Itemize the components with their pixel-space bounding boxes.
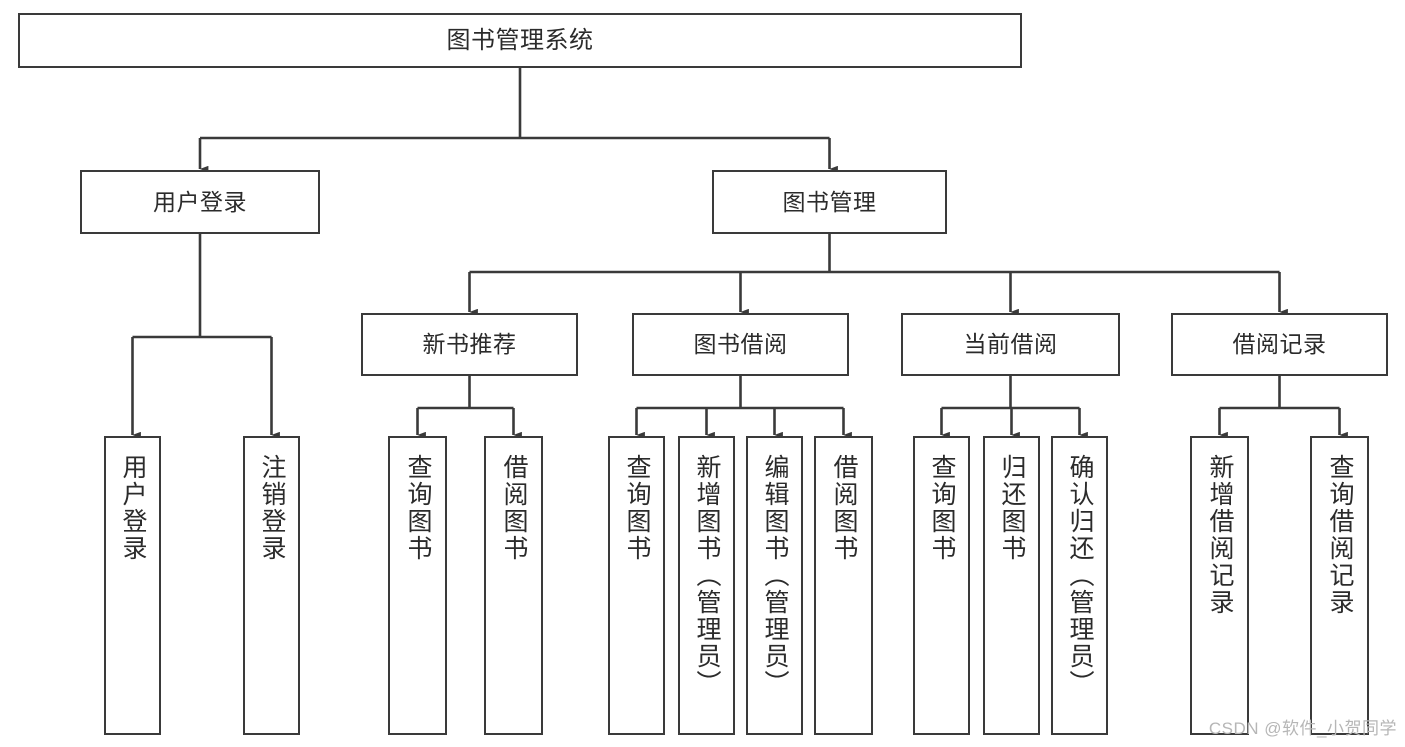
node-label: 图书管理系统 [446,26,594,54]
node-label: 借阅图书 [500,454,528,562]
watermark-text: CSDN @软件_小贺同学 [1208,719,1397,738]
node-leaf-query-book-3[interactable]: 查询图书 [913,436,970,735]
node-label: 查询图书 [404,454,432,562]
node-label: 当前借阅 [963,331,1058,358]
node-label: 借阅图书 [830,454,858,562]
node-label: 图书借阅 [693,331,788,358]
node-leaf-query-record[interactable]: 查询借阅记录 [1310,436,1369,735]
node-label: 新增借阅记录 [1206,454,1234,616]
node-label: 查询图书 [623,454,651,562]
node-book-borrow[interactable]: 图书借阅 [632,313,849,376]
node-leaf-add-book[interactable]: 新增图书（管理员） [678,436,735,735]
node-label: 归还图书 [998,454,1026,562]
node-label: 查询图书 [928,454,956,562]
node-leaf-user-logout[interactable]: 注销登录 [243,436,300,735]
node-label: 注销登录 [258,454,286,562]
node-label: 新增图书（管理员） [693,454,721,697]
node-leaf-user-login[interactable]: 用户登录 [104,436,161,735]
node-label: 新书推荐 [422,331,517,358]
node-root[interactable]: 图书管理系统 [18,13,1022,68]
node-new-book-rec[interactable]: 新书推荐 [361,313,578,376]
node-label: 借阅记录 [1232,331,1327,358]
node-label: 用户登录 [119,454,147,562]
node-borrow-record[interactable]: 借阅记录 [1171,313,1388,376]
node-leaf-query-book-1[interactable]: 查询图书 [388,436,447,735]
node-book-manage[interactable]: 图书管理 [712,170,947,234]
node-label: 用户登录 [153,188,247,215]
node-leaf-confirm-return[interactable]: 确认归还（管理员） [1051,436,1108,735]
node-leaf-borrow-book-1[interactable]: 借阅图书 [484,436,543,735]
node-leaf-edit-book[interactable]: 编辑图书（管理员） [746,436,803,735]
node-label: 图书管理 [782,188,877,215]
node-label: 查询借阅记录 [1326,454,1354,616]
node-leaf-add-record[interactable]: 新增借阅记录 [1190,436,1249,735]
node-leaf-return-book[interactable]: 归还图书 [983,436,1040,735]
node-user-login[interactable]: 用户登录 [80,170,320,234]
node-leaf-borrow-book-2[interactable]: 借阅图书 [814,436,873,735]
node-label: 编辑图书（管理员） [761,454,789,697]
node-label: 确认归还（管理员） [1066,454,1094,697]
node-leaf-query-book-2[interactable]: 查询图书 [608,436,665,735]
node-current-borrow[interactable]: 当前借阅 [901,313,1120,376]
